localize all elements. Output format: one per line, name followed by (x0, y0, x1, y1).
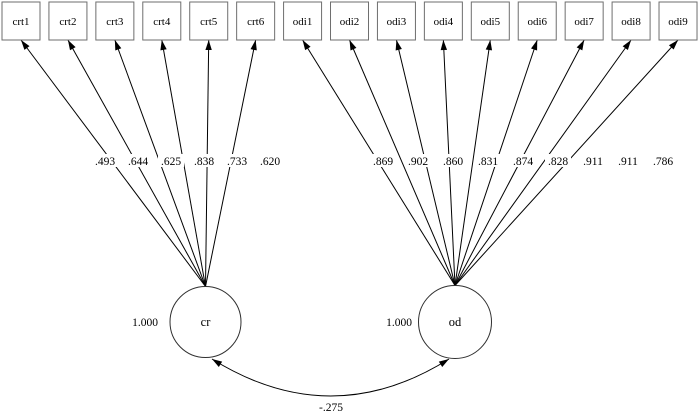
loading-value-mask (475, 154, 501, 167)
indicator-label-crt3: crt3 (106, 16, 124, 28)
loading-value-mask (257, 154, 283, 167)
loading-value-mask (615, 154, 641, 167)
indicator-label-odi8: odi8 (621, 16, 641, 28)
indicator-label-odi3: odi3 (387, 16, 407, 28)
indicator-box-odi7[interactable] (564, 1, 604, 41)
indicator-label-crt6: crt6 (247, 16, 265, 28)
loading-value-crt2: .644 (128, 156, 148, 168)
loading-value-mask (545, 154, 571, 167)
indicator-box-odi4[interactable] (423, 1, 463, 41)
indicator-box-odi6[interactable] (517, 1, 557, 41)
indicator-label-crt4: crt4 (153, 16, 171, 28)
loading-value-odi4: .831 (478, 156, 498, 168)
loading-value-mask (650, 154, 676, 167)
indicator-label-odi2: odi2 (340, 16, 360, 28)
loading-value-crt3: .625 (161, 156, 181, 168)
loading-value-mask (370, 154, 396, 167)
indicator-box-odi9[interactable] (658, 1, 698, 41)
loading-value-crt6: .620 (260, 156, 280, 168)
loading-value-odi9: .786 (653, 156, 673, 168)
loading-value-crt5: .733 (227, 156, 247, 168)
arrowhead-icon (302, 40, 311, 51)
indicator-box-crt4[interactable] (142, 1, 182, 41)
loading-value-mask (440, 154, 466, 167)
latent-label-od: od (449, 315, 462, 329)
loading-value-odi7: .911 (583, 156, 603, 168)
loading-value-mask (191, 154, 217, 167)
latent-label-cr: cr (201, 315, 212, 329)
arrowhead-icon (160, 40, 167, 51)
covariance-arrow (211, 358, 450, 397)
loading-value-mask (405, 154, 431, 167)
arrowhead-icon (205, 40, 212, 51)
arrowhead-icon (67, 40, 76, 51)
loading-value-mask (224, 154, 250, 167)
loading-value-odi8: .911 (618, 156, 638, 168)
loading-value-crt1: .493 (95, 156, 115, 168)
indicator-label-odi1: odi1 (293, 16, 313, 28)
loading-path-odi5 (454, 39, 491, 286)
indicator-label-odi5: odi5 (481, 16, 501, 28)
indicator-box-crt2[interactable] (48, 1, 88, 41)
arrowhead-icon (21, 40, 30, 50)
loading-value-mask (158, 154, 184, 167)
latent-circle-cr[interactable] (169, 286, 242, 358)
arrowhead-icon (250, 40, 257, 51)
arrowhead-icon (395, 40, 402, 51)
loading-value-odi6: .828 (548, 156, 568, 168)
indicator-label-odi4: odi4 (434, 16, 454, 28)
variance-value-od: 1.000 (386, 317, 412, 329)
loading-value-odi2: .902 (408, 156, 428, 168)
indicator-box-odi8[interactable] (611, 1, 651, 41)
indicator-box-crt1[interactable] (1, 1, 41, 41)
loading-value-mask (125, 154, 151, 167)
indicator-box-crt3[interactable] (95, 1, 135, 41)
indicator-label-crt2: crt2 (59, 16, 76, 28)
loading-value-mask (92, 154, 118, 167)
indicator-box-crt5[interactable] (189, 1, 229, 41)
loading-value-crt4: .838 (194, 156, 214, 168)
indicator-label-odi6: odi6 (527, 16, 547, 28)
loading-value-mask (580, 154, 606, 167)
variance-value-cr: 1.000 (132, 317, 158, 329)
loading-path-odi2 (349, 39, 456, 286)
arrowhead-icon (114, 40, 122, 51)
covariance-value: -.275 (319, 402, 343, 414)
arrowhead-icon (668, 40, 679, 50)
indicator-box-odi1[interactable] (283, 1, 323, 41)
arrowhead-icon (576, 40, 585, 51)
indicator-box-odi2[interactable] (330, 1, 370, 41)
indicator-label-odi7: odi7 (574, 16, 594, 28)
arrowhead-icon (485, 40, 493, 51)
arrowhead-icon (212, 359, 223, 367)
arrowhead-icon (349, 40, 357, 51)
indicator-box-crt6[interactable] (236, 1, 276, 41)
latent-circle-od[interactable] (418, 285, 492, 359)
indicator-label-crt5: crt5 (200, 16, 218, 28)
loading-value-odi3: .860 (443, 156, 463, 168)
indicator-label-crt1: crt1 (12, 16, 29, 28)
indicator-label-odi9: odi9 (668, 16, 688, 28)
loading-path-odi8 (454, 39, 632, 286)
loading-value-mask (510, 154, 536, 167)
indicator-box-odi5[interactable] (470, 1, 510, 41)
arrowhead-icon (622, 40, 632, 50)
loading-value-odi1: .869 (373, 156, 393, 168)
loading-value-odi5: .874 (513, 156, 533, 168)
arrowhead-icon (440, 40, 448, 51)
arrowhead-icon (531, 40, 538, 51)
arrowhead-icon (438, 359, 449, 368)
indicator-box-odi3[interactable] (376, 1, 416, 41)
